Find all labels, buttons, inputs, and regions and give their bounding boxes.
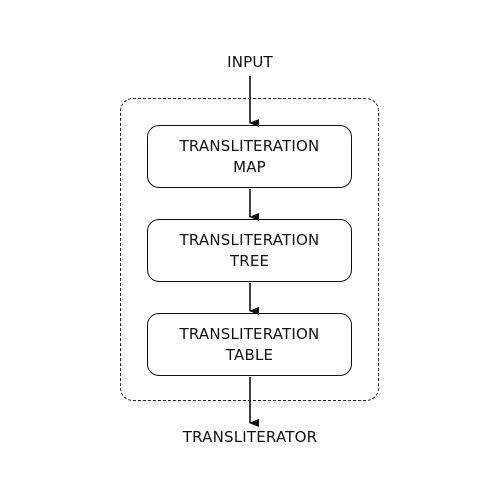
stage-box-map: TRANSLITERATION MAP	[147, 125, 352, 188]
stage-map-line2: MAP	[233, 157, 266, 176]
stage-tree-line1: TRANSLITERATION	[179, 230, 320, 249]
stage-tree-line2: TREE	[229, 251, 270, 270]
stage-box-tree: TRANSLITERATION TREE	[147, 219, 352, 282]
stage-table-line1: TRANSLITERATION	[179, 324, 320, 343]
input-label: INPUT	[227, 53, 273, 71]
stage-table-line2: TABLE	[225, 345, 274, 364]
output-label: TRANSLITERATOR	[182, 428, 318, 446]
stage-box-table: TRANSLITERATION TABLE	[147, 313, 352, 376]
stage-map-line1: TRANSLITERATION	[179, 136, 320, 155]
